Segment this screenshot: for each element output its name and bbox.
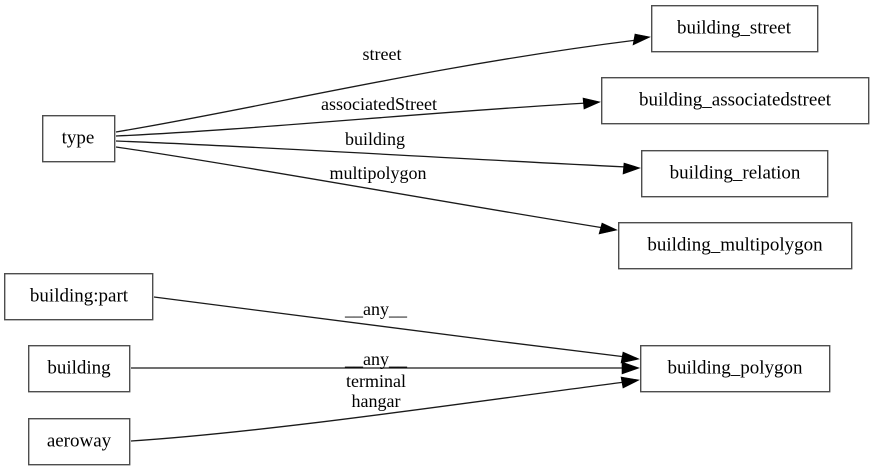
node-label: building (47, 357, 111, 378)
edge-type-building_street (115, 33, 651, 133)
node-box[interactable] (651, 4, 819, 53)
edge-type-building_multipolygon (115, 146, 618, 235)
node-label: building_associatedstreet (639, 89, 832, 110)
node-type[interactable]: type (42, 114, 116, 163)
nodes-layer: type building_street building_associated… (3, 4, 870, 466)
node-label: type (62, 127, 95, 148)
arrowhead-icon (621, 361, 640, 375)
edge-label-any-building: __any__ (344, 349, 408, 369)
arrowhead-icon (620, 376, 640, 389)
edge-type-building_associatedstreet (115, 97, 601, 137)
node-label: aeroway (47, 430, 112, 451)
node-label: building_polygon (667, 357, 803, 378)
node-label: building_relation (670, 162, 801, 183)
node-box[interactable] (641, 149, 829, 198)
node-building_part[interactable]: building:part (3, 273, 154, 321)
node-box[interactable] (3, 273, 154, 321)
node-box[interactable] (618, 221, 853, 270)
arrowhead-icon (582, 97, 601, 110)
edge-line (115, 102, 588, 137)
edge-label-associatedstreet: associatedStreet (321, 94, 437, 114)
node-building_associatedstreet[interactable]: building_associatedstreet (601, 76, 870, 125)
edge-label-street: street (363, 44, 402, 64)
arrowhead-icon (598, 222, 618, 235)
node-building_street[interactable]: building_street (651, 4, 819, 53)
edge-label-hangar: hangar (352, 391, 401, 411)
arrowhead-icon (632, 33, 651, 46)
edge-labels-layer: street associatedStreet building multipo… (321, 44, 437, 411)
edge-aeroway-building_polygon (130, 376, 640, 442)
edge-label-any-part: __any__ (344, 299, 408, 319)
node-building[interactable]: building (28, 345, 131, 393)
node-label: building:part (30, 285, 129, 306)
edge-label-terminal: terminal (346, 371, 406, 391)
node-box[interactable] (601, 76, 870, 125)
node-building_polygon[interactable]: building_polygon (640, 345, 831, 393)
arrowhead-icon (620, 351, 640, 364)
arrowhead-icon (622, 162, 641, 175)
edge-line (153, 296, 627, 358)
edge-building_part-building_polygon (153, 296, 640, 364)
edges-layer (115, 33, 651, 442)
node-box[interactable] (28, 345, 131, 393)
node-box[interactable] (640, 345, 831, 393)
node-box[interactable] (28, 418, 131, 466)
node-building_multipolygon[interactable]: building_multipolygon (618, 221, 853, 270)
node-aeroway[interactable]: aeroway (28, 418, 131, 466)
edge-line (130, 381, 626, 442)
edge-building-building_polygon (131, 361, 640, 375)
edge-type-building_relation (115, 140, 641, 175)
edge-label-building: building (345, 129, 405, 149)
edge-line (115, 39, 638, 133)
node-label: building_street (677, 17, 792, 38)
node-box[interactable] (42, 114, 116, 163)
node-building_relation[interactable]: building_relation (641, 149, 829, 198)
edge-line (115, 140, 628, 168)
node-label: building_multipolygon (647, 234, 823, 255)
edge-label-multipolygon: multipolygon (329, 163, 426, 183)
edge-line (115, 146, 605, 229)
